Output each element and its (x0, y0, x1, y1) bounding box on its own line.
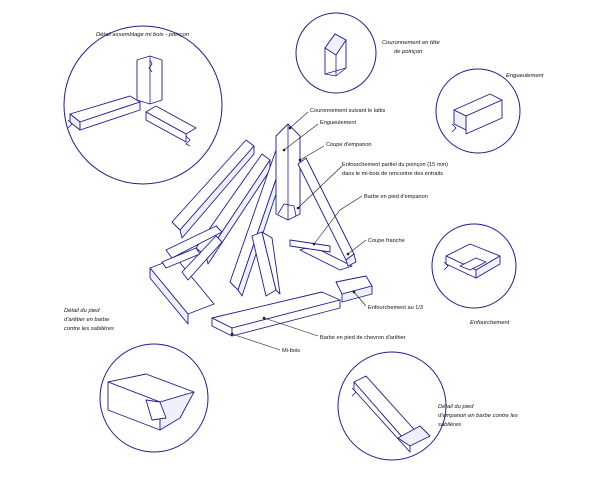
label-enfourchement-detail: Enfourchement (470, 320, 510, 326)
detail-circle-engueulement (435, 68, 521, 154)
label-couronnement-tete-2: de poinçon (394, 49, 422, 55)
central-assembly (149, 123, 373, 337)
label-engueulement: Engueulement (320, 120, 357, 126)
label-enfourchement-partiel-2: dans le mi-bois de rencontre des entrait… (342, 171, 443, 177)
label-engueulement-detail: Engueulement (506, 73, 544, 79)
label-mi-bois: Mi-bois (282, 348, 300, 354)
label-barbe-pied-empanon: Barbe en pied d'empanon (364, 194, 428, 200)
label-detail-pied-empanon-2: d'empanon en barbe contre les (438, 413, 518, 419)
label-detail-assemblage: Détail assemblage mi bois - poinçon (96, 32, 189, 38)
label-couronnement-tete-1: Couronnement en tête (382, 40, 440, 46)
label-barbe-chevron-arretier: Barbe en pied de chevron d'arêtier (320, 335, 406, 341)
label-coupe-franche: Coupe franche (368, 238, 405, 244)
label-detail-pied-arretier-2: d'arêtier en barbe (64, 317, 110, 323)
detail-circle-couronnement (295, 12, 377, 94)
label-coupe-empanon: Coupe d'empanon (326, 142, 372, 148)
label-detail-pied-arretier-3: contre les sablières (64, 326, 114, 332)
detail-circle-pied-arretier (99, 343, 209, 453)
label-enfourchement-partiel-1: Enfourchement partiel du poinçon (15 mm) (342, 162, 448, 168)
labels: Détail assemblage mi bois - poinçon Cour… (64, 32, 544, 428)
label-detail-pied-empanon-1: Détail du pied (438, 404, 474, 410)
label-detail-pied-arretier-1: Détail du pied (64, 308, 100, 314)
detail-circle-assemblage (63, 25, 223, 185)
label-couronnement-lattis: Couronnement suivant le lattis (310, 108, 385, 114)
leader-lines (230, 111, 367, 351)
label-enfourchement-tiers: Enfourchement au 1/3 (368, 305, 423, 311)
detail-circle-enfourchement (431, 223, 517, 309)
detail-circle-pied-empanon (337, 351, 447, 461)
label-detail-pied-empanon-3: sablières (438, 422, 461, 428)
